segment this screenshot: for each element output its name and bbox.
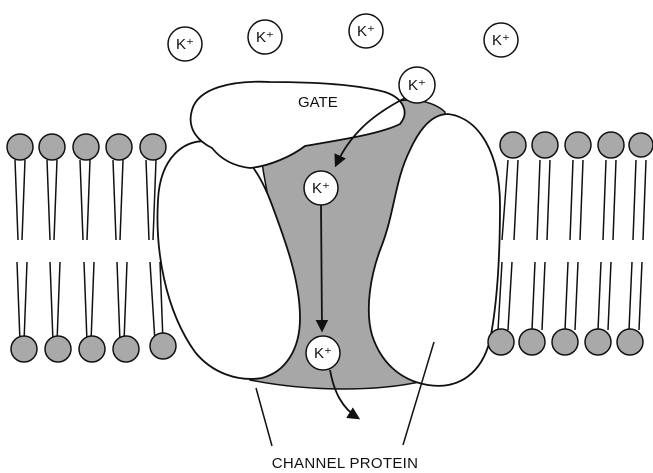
- ion-label: K⁺: [176, 36, 194, 53]
- potassium-ion: K⁺: [349, 14, 383, 48]
- lipid-bilayer-right: [498, 160, 646, 330]
- lipid-head: [598, 132, 624, 158]
- potassium-ion: K⁺: [304, 171, 338, 205]
- lipid-heads-right: [488, 132, 653, 355]
- lipid-head: [79, 336, 105, 362]
- lipid-head: [519, 329, 545, 355]
- potassium-ion: K⁺: [248, 20, 282, 54]
- ion-label: K⁺: [314, 345, 332, 362]
- potassium-ion: K⁺: [168, 27, 202, 61]
- channel-protein-caption: CHANNEL PROTEIN: [272, 455, 418, 472]
- ion-label: K⁺: [357, 23, 375, 40]
- lipid-head: [140, 134, 166, 160]
- potassium-ion: K⁺: [399, 67, 435, 103]
- lipid-head: [73, 134, 99, 160]
- lipid-head: [500, 132, 526, 158]
- lipid-bilayer-left: [15, 160, 163, 342]
- lipid-head: [585, 329, 611, 355]
- lipid-head: [39, 134, 65, 160]
- ion-label: K⁺: [408, 77, 426, 94]
- lipid-head: [488, 329, 514, 355]
- lipid-head: [7, 134, 33, 160]
- lipid-head: [11, 336, 37, 362]
- potassium-ion: K⁺: [306, 336, 340, 370]
- lipid-head: [150, 333, 176, 359]
- potassium-ion: K⁺: [484, 23, 518, 57]
- lipid-head: [565, 132, 591, 158]
- lipid-head: [552, 329, 578, 355]
- lipid-tails-left-top: [15, 160, 156, 240]
- lipid-head: [617, 329, 643, 355]
- lipid-head: [532, 132, 558, 158]
- ion-label: K⁺: [312, 180, 330, 197]
- lipid-head: [629, 133, 653, 157]
- lipid-tails-left-bottom: [17, 262, 163, 342]
- ion-label: K⁺: [492, 32, 510, 49]
- lipid-head: [45, 336, 71, 362]
- caption-leader-left: [256, 388, 272, 446]
- lipid-head: [113, 336, 139, 362]
- lipid-head: [106, 134, 132, 160]
- ion-label: K⁺: [256, 29, 274, 46]
- lipid-tails-right-top: [502, 160, 646, 240]
- ion-pore-arrow: [321, 204, 322, 330]
- gate-label: GATE: [298, 94, 338, 111]
- lipid-tails-right-bottom: [498, 262, 642, 330]
